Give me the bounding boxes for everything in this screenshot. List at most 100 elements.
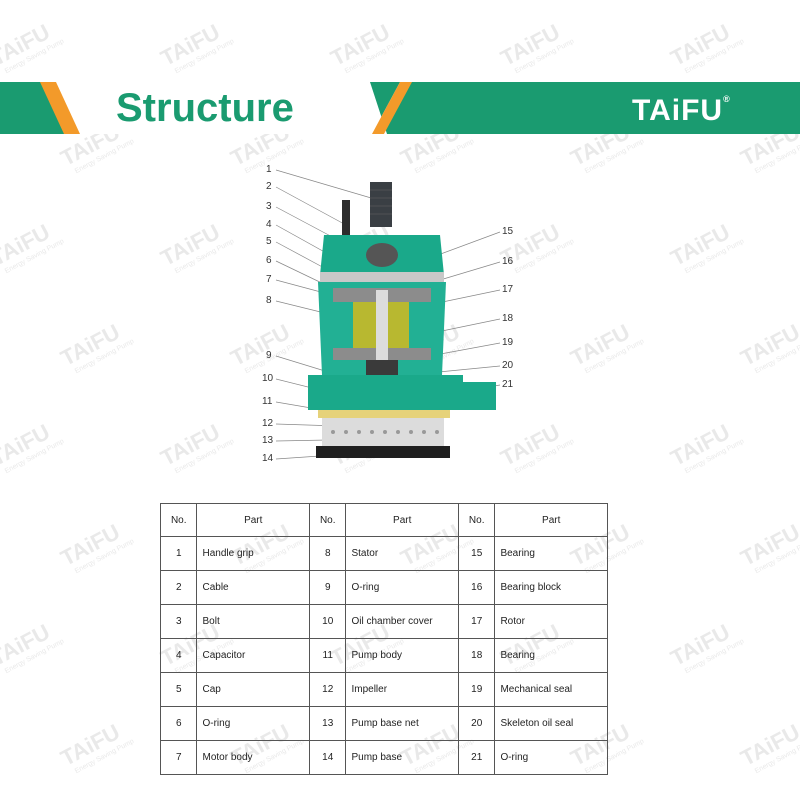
part-number-cell: 14 xyxy=(308,740,347,775)
callout-number: 4 xyxy=(266,219,272,230)
callout-number: 5 xyxy=(266,236,272,247)
pump-body xyxy=(308,375,463,410)
part-number-cell: 20 xyxy=(457,706,496,741)
callout-number: 8 xyxy=(266,295,272,306)
callout-number: 20 xyxy=(502,360,514,371)
part-number-cell: 18 xyxy=(457,638,496,673)
part-name-cell: Bolt xyxy=(196,604,310,639)
part-number-cell: 12 xyxy=(308,672,347,707)
callout-number: 13 xyxy=(262,435,274,446)
callout-number: 9 xyxy=(266,350,272,361)
callout-number: 7 xyxy=(266,274,272,285)
pump-base xyxy=(316,446,450,458)
callout-number: 19 xyxy=(502,337,514,348)
part-number-cell: 21 xyxy=(457,740,496,775)
callout-number: 3 xyxy=(266,201,272,212)
page-title: Structure xyxy=(116,86,294,130)
part-name-cell: Impeller xyxy=(345,672,459,707)
part-number-cell: 10 xyxy=(308,604,347,639)
part-name-cell: Cap xyxy=(196,672,310,707)
callout-number: 21 xyxy=(502,379,514,390)
callout-number: 17 xyxy=(502,284,514,295)
part-name-cell: Handle grip xyxy=(196,536,310,571)
col-header: No. xyxy=(159,503,198,537)
part-name-cell: Rotor xyxy=(494,604,608,639)
brand-logo: TAiFU® xyxy=(632,94,731,127)
title-panel xyxy=(47,82,387,134)
part-number-cell: 7 xyxy=(159,740,198,775)
callout-number: 11 xyxy=(262,396,273,407)
part-number-cell: 4 xyxy=(159,638,198,673)
part-number-cell: 17 xyxy=(457,604,496,639)
part-number-cell: 3 xyxy=(159,604,198,639)
part-name-cell: Bearing xyxy=(494,638,608,673)
part-name-cell: Mechanical seal xyxy=(494,672,608,707)
callout-number: 6 xyxy=(266,255,272,266)
callout-number: 15 xyxy=(502,226,514,237)
part-name-cell: Skeleton oil seal xyxy=(494,706,608,741)
part-number-cell: 8 xyxy=(308,536,347,571)
part-name-cell: O-ring xyxy=(196,706,310,741)
part-name-cell: Bearing block xyxy=(494,570,608,605)
cable xyxy=(342,200,350,235)
part-number-cell: 11 xyxy=(308,638,347,673)
part-name-cell: Oil chamber cover xyxy=(345,604,459,639)
part-number-cell: 5 xyxy=(159,672,198,707)
part-number-cell: 9 xyxy=(308,570,347,605)
part-name-cell: Bearing xyxy=(494,536,608,571)
part-name-cell: Cable xyxy=(196,570,310,605)
callout-number: 10 xyxy=(262,373,274,384)
callout-number: 14 xyxy=(262,453,274,464)
callout-number: 16 xyxy=(502,256,514,267)
part-number-cell: 16 xyxy=(457,570,496,605)
part-name-cell: Capacitor xyxy=(196,638,310,673)
part-name-cell: Pump base net xyxy=(345,706,459,741)
part-number-cell: 13 xyxy=(308,706,347,741)
part-name-cell: Pump base xyxy=(345,740,459,775)
part-name-cell: Motor body xyxy=(196,740,310,775)
handle-grip xyxy=(370,182,392,227)
part-number-cell: 1 xyxy=(159,536,198,571)
table-header-row: No. Part No. Part No. Part xyxy=(159,503,608,537)
part-name-cell: Pump body xyxy=(345,638,459,673)
col-header: Part xyxy=(196,503,310,537)
callout-number: 18 xyxy=(502,313,514,324)
part-name-cell: O-ring xyxy=(345,570,459,605)
col-header: Part xyxy=(345,503,459,537)
callout-number: 12 xyxy=(262,418,274,429)
col-header: Part xyxy=(494,503,608,537)
col-header: No. xyxy=(308,503,347,537)
callout-number: 1 xyxy=(266,164,272,175)
part-name-cell: Stator xyxy=(345,536,459,571)
callout-number: 2 xyxy=(266,181,272,192)
